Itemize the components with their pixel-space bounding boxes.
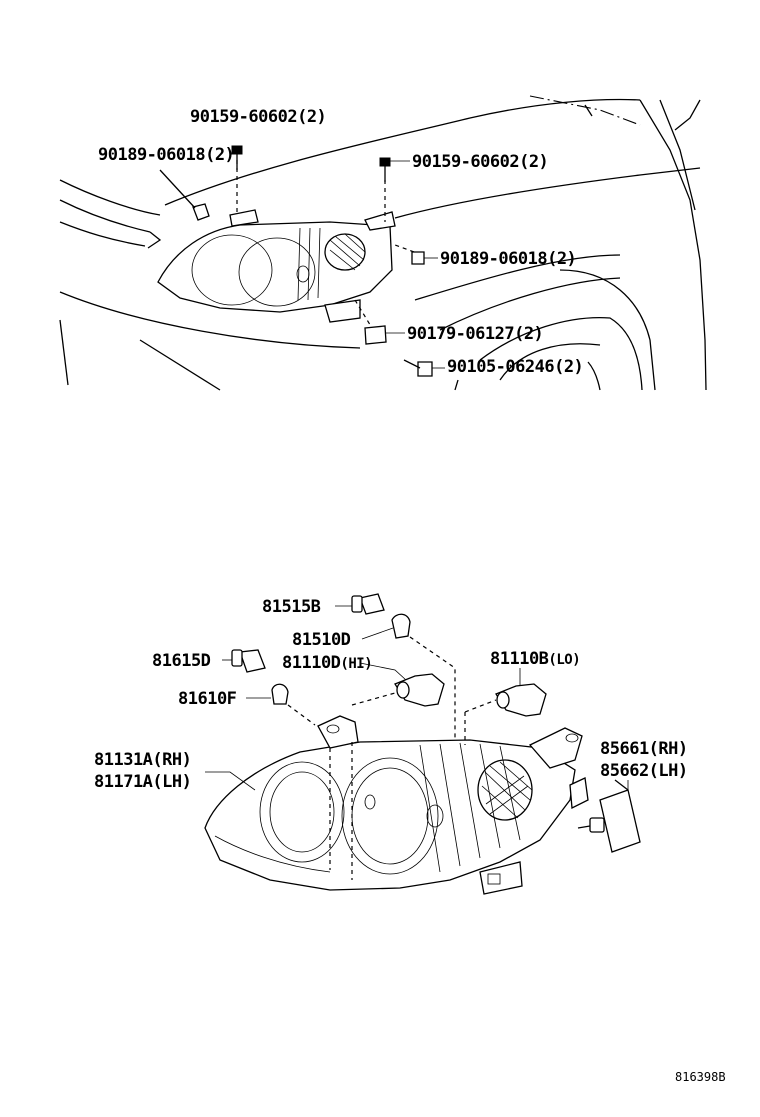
- nut-icon: [364, 325, 387, 345]
- top-leader-lines: [386, 160, 445, 369]
- part-label-bulb: 81510D: [292, 630, 351, 650]
- vehicle-body-outline: [59, 95, 707, 391]
- headlamp-unit: [204, 715, 589, 895]
- part-suffix: (HI): [340, 656, 372, 672]
- actuator-icon: [577, 779, 641, 853]
- bolt-icon: [231, 145, 243, 170]
- part-label-bulb: 81610F: [178, 689, 237, 709]
- part-label-lo-bulb: 81110B(LO): [490, 649, 580, 669]
- part-label-clip: 90189-06018(2): [98, 145, 234, 165]
- part-label-socket: 81615D: [152, 651, 211, 671]
- bulb-icon: [495, 683, 547, 717]
- part-number: 81110D: [282, 653, 341, 673]
- part-label-bolt: 90159-60602(2): [412, 152, 548, 172]
- part-label-bolt: 90159-60602(2): [190, 107, 326, 127]
- part-label-headlamp-rh: 81131A(RH): [94, 750, 191, 770]
- bottom-leader-lines: [205, 605, 629, 880]
- headlamp-assembly-installed: [157, 160, 415, 329]
- part-label-headlamp-lh: 81171A(LH): [94, 772, 191, 792]
- part-number: 81110B: [490, 649, 549, 669]
- bulb-icon: [391, 613, 411, 639]
- part-label-nut: 90179-06127(2): [407, 324, 543, 344]
- part-label-screw: 90105-06246(2): [447, 357, 583, 377]
- bulb-icon: [394, 673, 445, 707]
- part-label-actuator-rh: 85661(RH): [600, 739, 688, 759]
- clip-icon: [411, 251, 425, 265]
- part-label-hi-bulb: 81110D(HI): [282, 653, 372, 673]
- bolt-icon: [379, 157, 391, 182]
- part-label-socket: 81515B: [262, 597, 321, 617]
- part-label-clip: 90189-06018(2): [440, 249, 576, 269]
- part-suffix: (LO): [548, 652, 580, 668]
- socket-icon: [231, 649, 266, 673]
- part-label-actuator-lh: 85662(LH): [600, 761, 688, 781]
- bulb-icon: [271, 683, 289, 705]
- clip-icon: [159, 169, 210, 221]
- socket-icon: [351, 593, 385, 615]
- diagram-code: 816398B: [675, 1070, 726, 1084]
- screw-icon: [403, 359, 433, 377]
